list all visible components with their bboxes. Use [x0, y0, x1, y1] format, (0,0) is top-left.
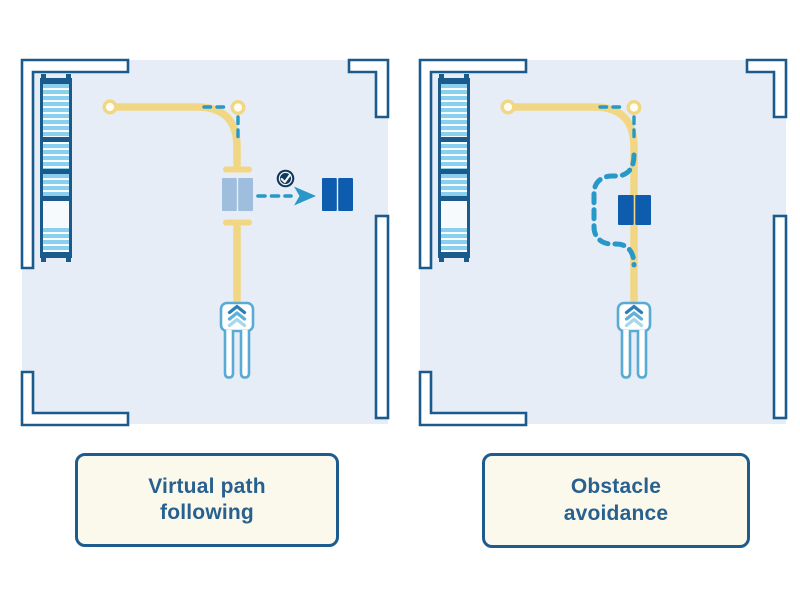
storage-rack-icon [40, 74, 72, 262]
wall-right [374, 214, 390, 420]
agv-fork-right [239, 330, 251, 379]
agv-robot-icon [616, 301, 652, 379]
storage-rack-icon [438, 74, 470, 262]
transfer-arrow-icon [256, 186, 316, 206]
path-corner-node [230, 99, 246, 115]
room-walls [418, 58, 788, 427]
caption-line: Virtual path [148, 474, 266, 498]
agv-direction-chevrons [227, 304, 247, 328]
destination-box [322, 178, 353, 211]
room-floor [22, 60, 388, 424]
rack-top-cap [40, 78, 72, 84]
rack-shelf [438, 169, 470, 174]
caption-line: avoidance [563, 501, 669, 525]
rack-shelf [40, 169, 72, 174]
rack-shelf [438, 137, 470, 142]
agv-fork-left [223, 330, 235, 379]
path-corner-node [626, 99, 642, 115]
rack-slot-full [441, 226, 467, 252]
rack-slot-full [441, 142, 467, 169]
wall-bottom-left [418, 370, 528, 427]
rack-top-cap [438, 78, 470, 84]
rack-slot-full [43, 142, 69, 169]
caption-line: Obstacle [570, 475, 662, 499]
wall-top-left [20, 58, 130, 270]
virtual-path-line [113, 103, 252, 306]
caption-card-virtual-path-following: Virtual path following [75, 453, 339, 547]
wall-top-right [745, 58, 788, 119]
rack-shelf [438, 196, 470, 201]
rack-bottom-cap [40, 252, 72, 258]
rack-slot-full [43, 84, 69, 137]
wall-right [772, 214, 788, 420]
rack-slot-empty [43, 201, 69, 226]
panel-obstacle-avoidance [418, 58, 788, 427]
planned-route-dashes [598, 105, 636, 140]
wall-top-right [347, 58, 390, 119]
wall-top-left [418, 58, 528, 270]
rack-slot-full [43, 226, 69, 252]
agv-fork-right [636, 330, 648, 379]
rack-slot-full [441, 84, 467, 137]
planned-route-dashes [202, 105, 240, 140]
caption-card-obstacle-avoidance: Obstacle avoidance [482, 453, 750, 548]
check-icon [276, 169, 295, 188]
rack-slot-full [441, 174, 467, 196]
virtual-path-line [511, 103, 638, 306]
pallet-load-box [222, 178, 253, 211]
agv-fork-left [620, 330, 632, 379]
detour-route-dashes [591, 152, 637, 268]
rack-shelf [40, 137, 72, 142]
rack-rail [467, 84, 470, 252]
agv-robot-icon [219, 301, 255, 379]
obstacle-box [618, 195, 651, 225]
rack-slot-full [43, 174, 69, 196]
rack-rail [69, 84, 72, 252]
rack-bottom-cap [438, 252, 470, 258]
panel-virtual-path-following [20, 58, 390, 427]
wall-bottom-left [20, 370, 130, 427]
rack-shelf [40, 196, 72, 201]
rack-rail [438, 84, 441, 252]
path-start-node [102, 99, 118, 115]
agv-direction-chevrons [624, 304, 644, 328]
rack-slot-empty [441, 201, 467, 226]
caption-line: following [160, 501, 254, 524]
path-start-node [500, 99, 516, 115]
rack-rail [40, 84, 43, 252]
room-walls [20, 58, 390, 427]
